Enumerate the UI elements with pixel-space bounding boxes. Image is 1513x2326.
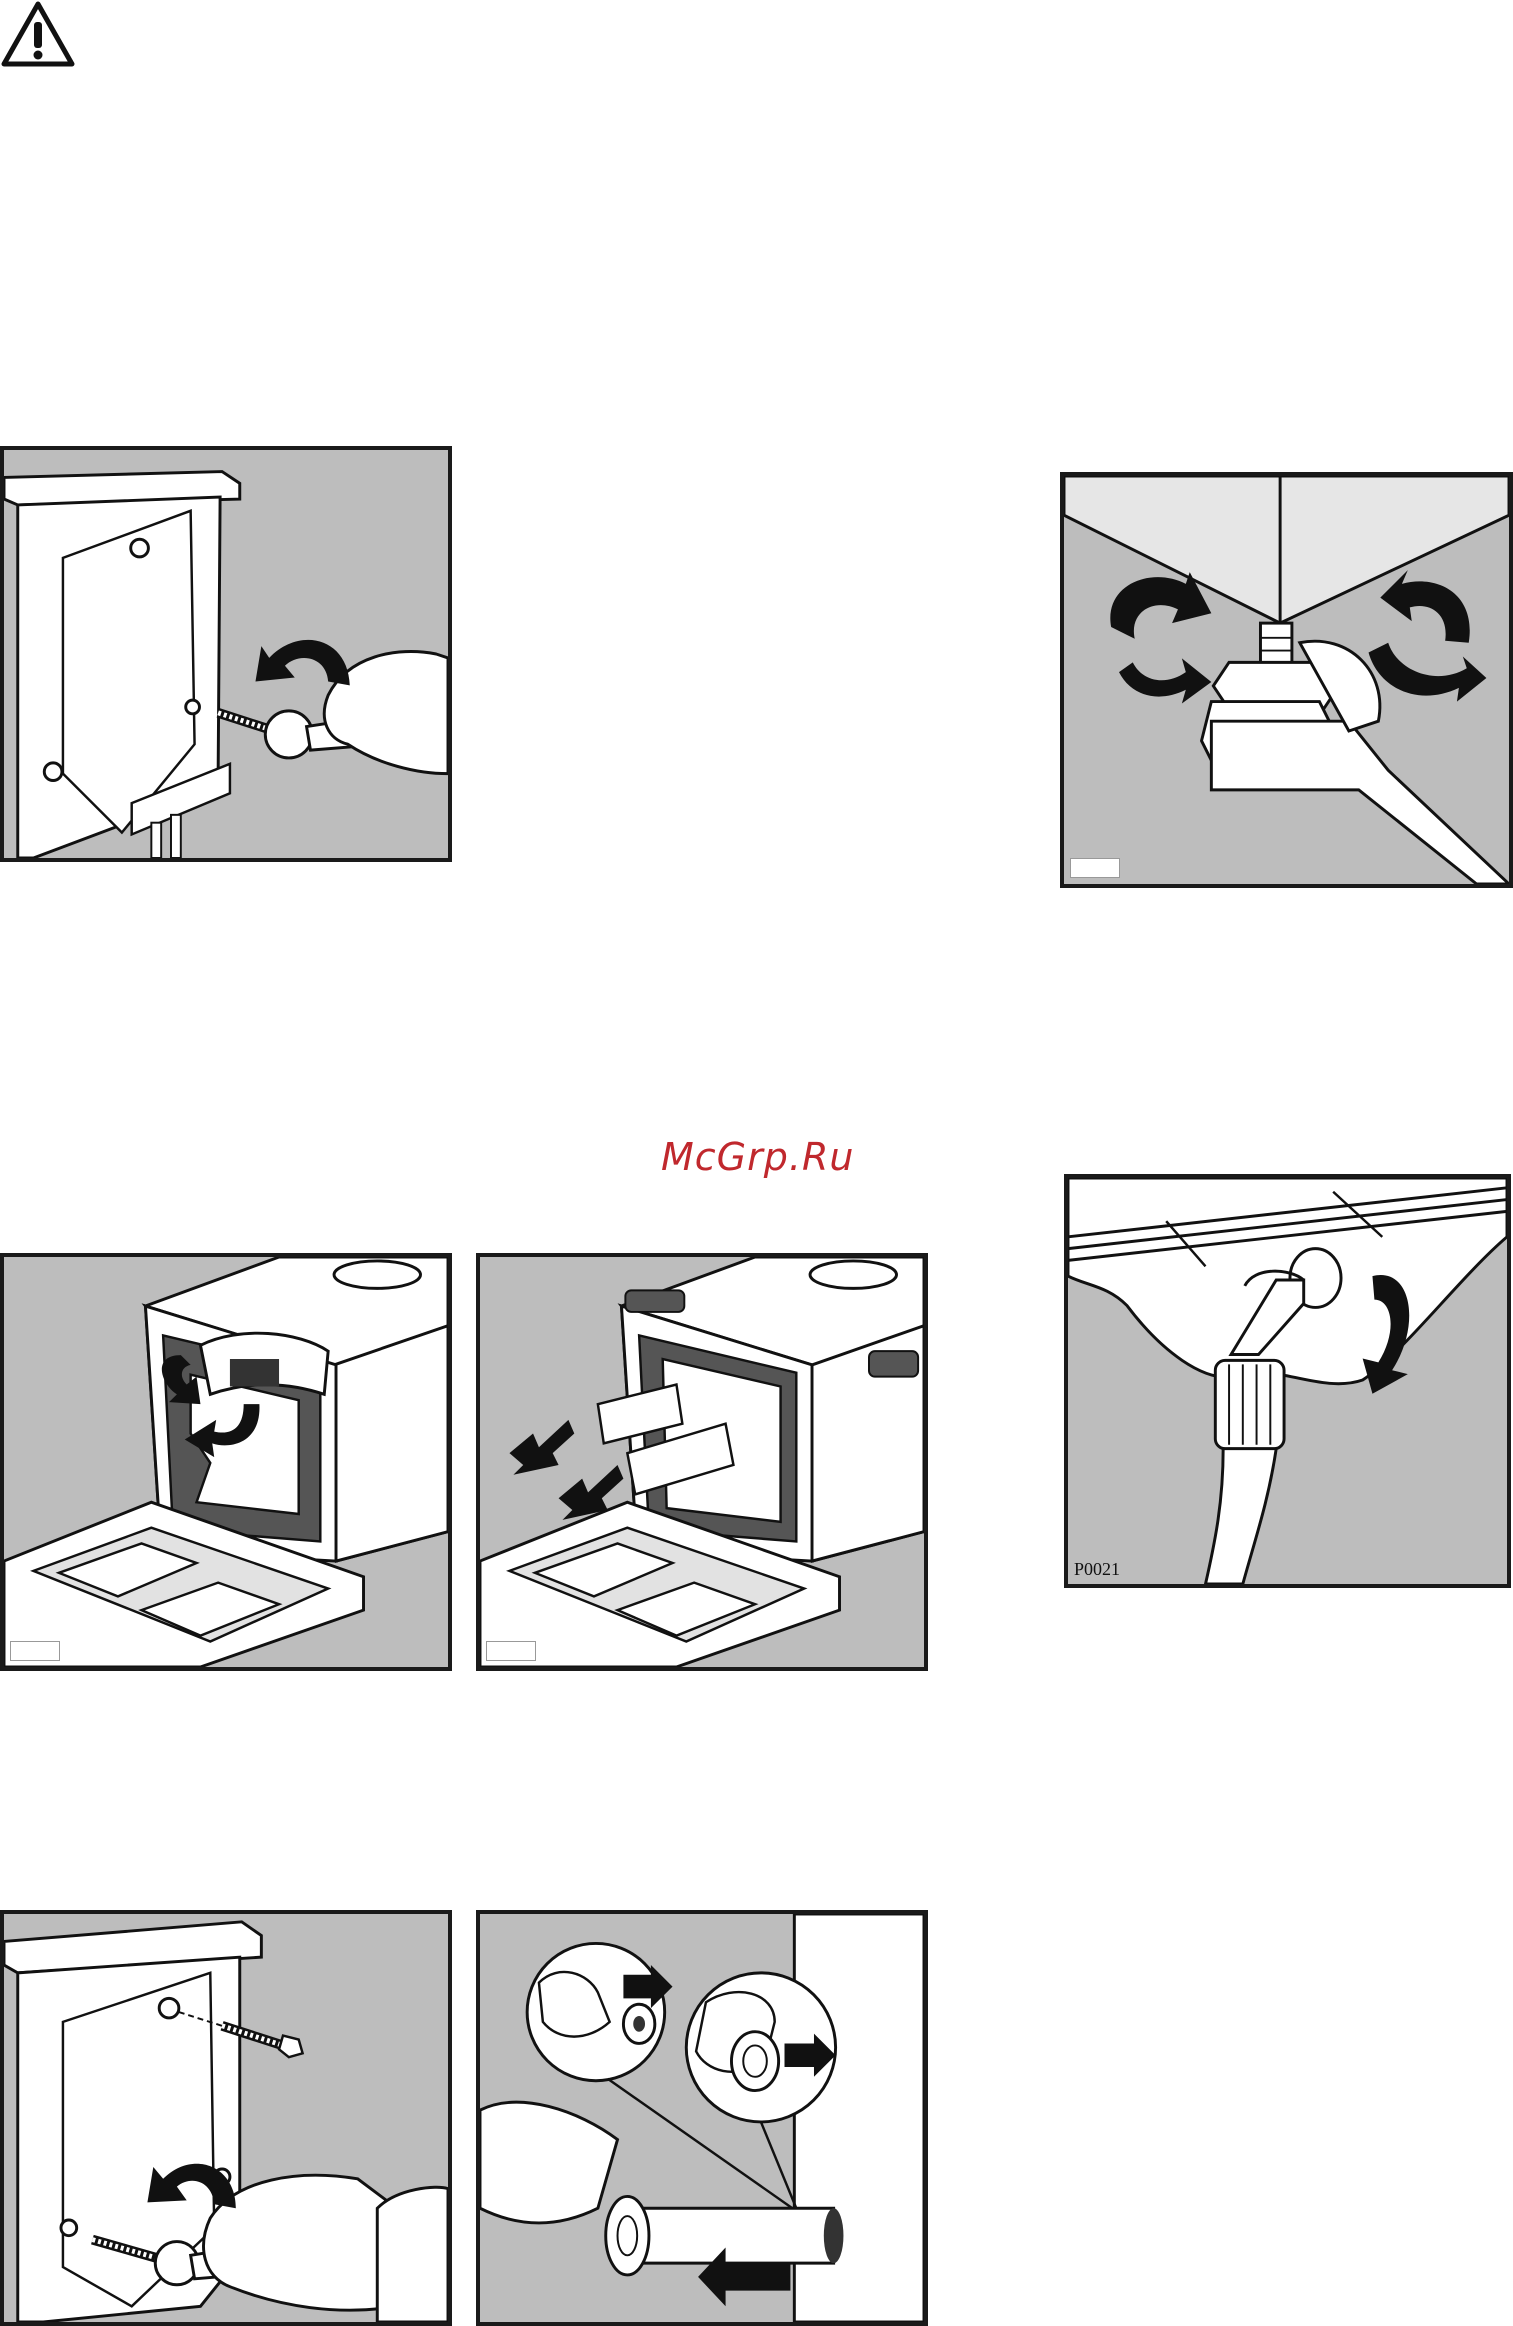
figure-insert-plastic-plugs (476, 1910, 928, 2326)
figure-remove-rear-bolt (0, 446, 452, 862)
figure-code-label: P0021 (1074, 1559, 1120, 1580)
figure-code-tag (1070, 858, 1120, 878)
figure-pull-out-packing-tubes (476, 1253, 928, 1671)
figure-code-tag (486, 1641, 536, 1661)
warning-triangle-icon (0, 0, 76, 68)
figure-refit-rear-bolts (0, 1910, 452, 2326)
watermark: McGrp.Ru (661, 1135, 854, 1179)
figure-connect-inlet-hose: P0021 (1064, 1174, 1511, 1588)
figure-code-tag (10, 1641, 60, 1661)
figure-adjust-foot-nut (1060, 472, 1513, 888)
figure-remove-polystyrene-packing (0, 1253, 452, 1671)
